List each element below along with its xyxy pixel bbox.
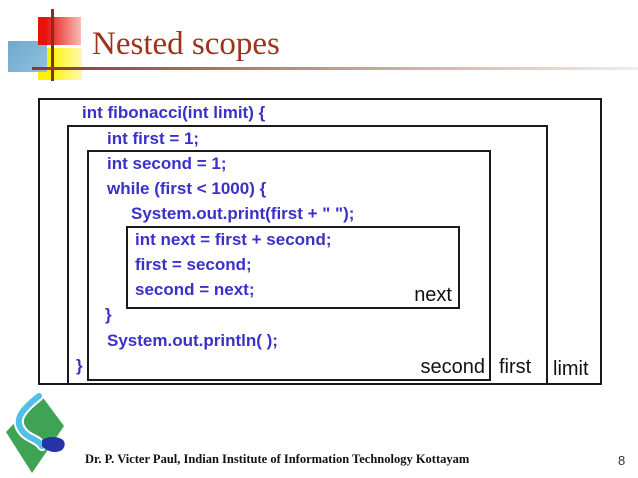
decoration-vertical-line — [51, 9, 54, 81]
scope-box-second — [87, 150, 491, 381]
decoration-red-square — [38, 17, 81, 45]
code-line: } — [76, 356, 83, 375]
iiit-kottayam-logo-icon — [6, 392, 65, 473]
code-line: int fibonacci(int limit) { — [82, 103, 266, 122]
decoration-blue-square — [8, 41, 47, 72]
scope-label-limit: limit — [553, 358, 589, 380]
code-line: int first = 1; — [107, 129, 200, 148]
code-line: second = next; — [135, 280, 255, 299]
scope-label-second: second — [420, 356, 486, 378]
scope-box-next — [126, 226, 460, 309]
code-line: int second = 1; — [107, 154, 227, 173]
page-number: 8 — [618, 453, 626, 468]
code-line: System.out.print(first + " "); — [131, 204, 355, 223]
scope-label-next: next — [414, 284, 452, 306]
code-line: System.out.println( ); — [107, 331, 278, 350]
scope-label-first: first — [499, 356, 532, 378]
footer-credit: Dr. P. Victer Paul, Indian Institute of … — [85, 452, 470, 466]
title-underline — [32, 67, 638, 70]
code-line: first = second; — [135, 255, 252, 274]
scope-box-first — [67, 125, 548, 385]
code-line: while (first < 1000) { — [107, 179, 267, 198]
code-line: } — [105, 305, 112, 324]
page-title: Nested scopes — [92, 26, 280, 62]
code-line: int next = first + second; — [135, 230, 332, 249]
